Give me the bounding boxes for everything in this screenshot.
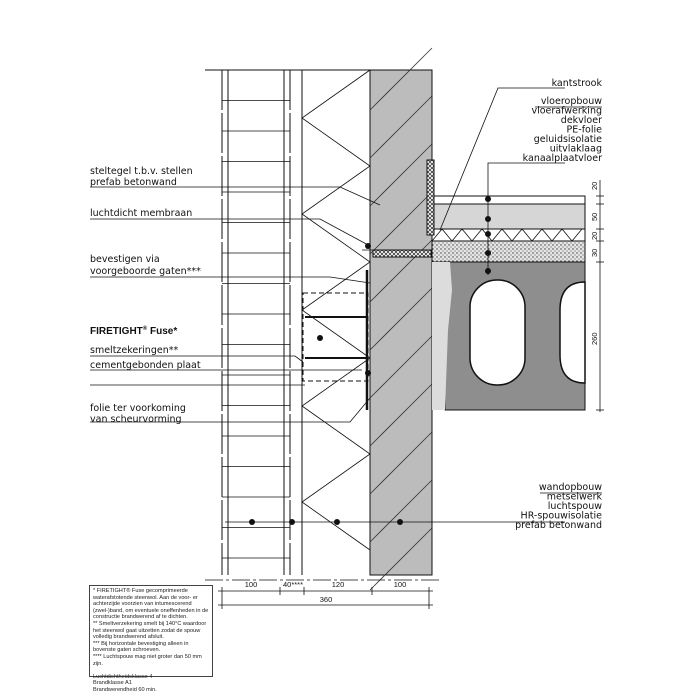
dim-total: 360: [320, 595, 333, 604]
horizontal-dimension: [205, 579, 440, 609]
label-firetight: FIRETIGHT® Fuse*: [90, 325, 177, 337]
support-tile: [372, 249, 432, 258]
prefab-concrete-wall: [369, 69, 433, 576]
screed: [431, 203, 586, 230]
notes-box: * FIRETIGHT® Fuse gecomprimeerde wateraf…: [89, 585, 213, 693]
leveling-layer: [431, 240, 586, 263]
dim-50: 50: [590, 213, 599, 221]
label-membraan: luchtdicht membraan: [90, 208, 192, 219]
label-smelt: smeltzekeringen**: [90, 345, 178, 356]
leader-lines: [90, 87, 565, 523]
label-wall-layer: prefab betonwand: [515, 520, 602, 531]
slab-core: [469, 279, 526, 386]
label-steltegel: steltegel t.b.v. stellen: [90, 166, 193, 177]
label-floor-layer: uitvlaklaag: [550, 144, 602, 155]
note-line: **** Luchtspouw mag niet groter dan 50 m…: [93, 653, 204, 667]
dim-insulation: 120: [332, 580, 345, 589]
floor-finish: [431, 195, 586, 205]
label-wall-layer: metselwerk: [547, 492, 603, 503]
grout-fill: [432, 262, 452, 410]
label-wall-layer: HR-spouwisolatie: [521, 511, 603, 522]
note-line: ** Smeltverzekering smelt bij 140°C waar…: [93, 620, 208, 641]
dim-brick: 100: [245, 580, 258, 589]
dim-20b: 20: [590, 232, 599, 240]
dim-30: 30: [590, 249, 599, 257]
vertical-dimension: [596, 180, 604, 412]
cavity-insulation: [290, 69, 371, 575]
floor-build-up-labels: vloeropbouwvloerafwerkingdekvloerPE-foli…: [523, 96, 603, 164]
wall-build-up-labels: wandopbouwmetselwerkluchtspouwHR-spouwis…: [515, 482, 602, 531]
dim-concrete: 100: [394, 580, 407, 589]
anchor-dots: [249, 196, 491, 525]
label-cement: cementgebonden plaat: [90, 360, 201, 371]
label-floor-layer: geluidsisolatie: [534, 134, 602, 145]
insulation-zigzag: [431, 228, 583, 242]
label-floor-layer: vloerafwerking: [531, 106, 602, 117]
label-folie-2: van scheurvorming: [90, 414, 182, 425]
label-kantstrook: kantstrook: [552, 78, 603, 89]
slab-core: [559, 281, 586, 384]
brick-masonry: [205, 69, 291, 575]
note-line: Brandklasse A1: [93, 680, 132, 687]
note-line: [93, 667, 209, 674]
dim-260: 260: [590, 332, 599, 345]
label-floor-layer: dekvloer: [561, 115, 602, 126]
label-floor-layer: kanaalplaatvloer: [523, 153, 602, 164]
note-line: * FIRETIGHT® Fuse gecomprimeerde wateraf…: [93, 588, 210, 621]
dim-cavity: 40****: [283, 580, 303, 589]
label-bevestigen: bevestigen via: [90, 254, 160, 265]
label-floor-layer: PE-folie: [567, 125, 603, 136]
label-steltegel-2: prefab betonwand: [90, 177, 177, 188]
label-wall-layer: wandopbouw: [539, 482, 602, 493]
note-line: Luchtdichtheidsklasse 4: [93, 673, 153, 680]
label-bevestigen-2: voorgeboorde gaten***: [90, 266, 201, 277]
note-line: Brandwerendheid 60 min.: [93, 686, 157, 693]
note-line: *** Bij horizontale bevestiging alleen i…: [93, 640, 191, 654]
firetight-fuse-box: [302, 292, 369, 382]
edge-strip: [426, 159, 435, 236]
label-floor-layer: vloeropbouw: [541, 96, 602, 107]
label-folie: folie ter voorkoming: [90, 403, 186, 414]
label-wall-layer: luchtspouw: [548, 501, 602, 512]
dim-20: 20: [590, 182, 599, 190]
sound-insulation: [431, 228, 586, 242]
